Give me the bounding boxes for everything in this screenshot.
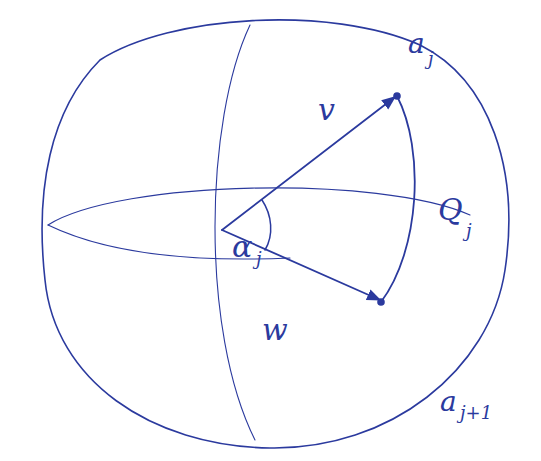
point-name: a xyxy=(440,388,457,416)
equator-front xyxy=(48,225,290,259)
point xyxy=(394,93,400,99)
point xyxy=(378,299,384,305)
point-name: a xyxy=(408,30,425,58)
subscript: j xyxy=(466,222,472,240)
subscript: j+1 xyxy=(460,404,492,422)
equator xyxy=(48,188,470,225)
vector-name: w xyxy=(262,315,288,345)
sphere-outline xyxy=(42,20,509,448)
great-arc xyxy=(381,96,415,302)
angle-arc xyxy=(262,200,271,250)
vector-name: v xyxy=(318,95,335,125)
meridian xyxy=(215,25,255,440)
subscript: j xyxy=(428,50,434,68)
subscript: j xyxy=(256,250,262,268)
angle-symbol: α xyxy=(232,232,252,262)
vector-v xyxy=(222,97,395,230)
vector-w xyxy=(222,230,380,300)
arc-name: Q xyxy=(438,195,463,225)
